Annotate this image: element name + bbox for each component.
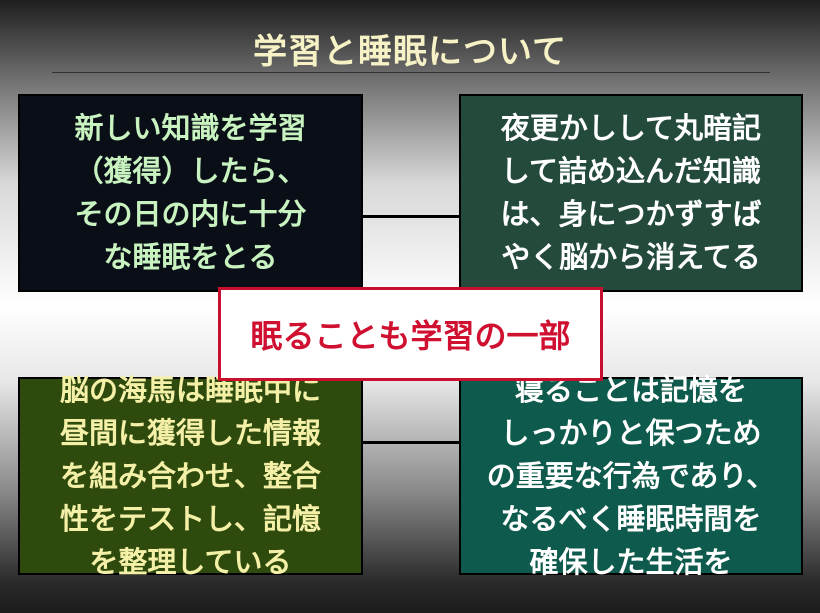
title-divider	[52, 72, 770, 73]
connector-top	[362, 215, 460, 218]
box-top-right: 夜更かしして丸暗記 して詰め込んだ知識 は、身につかずすば やく脳から消えてる	[459, 94, 803, 292]
slide-title: 学習と睡眠について	[253, 32, 567, 72]
center-message: 眠ることも学習の一部	[218, 287, 603, 381]
connector-bottom	[362, 441, 460, 444]
box-bottom-left: 脳の海馬は睡眠中に 昼間に獲得した情報 を組み合わせ、整合 性をテストし、記憶 …	[18, 373, 363, 579]
box-top-left: 新しい知識を学習 （獲得）したら、 その日の内に十分 な睡眠をとる	[18, 94, 363, 292]
box-bottom-right: 寝ることは記憶を しっかりと保つため の重要な行為であり、 なるべく睡眠時間を …	[459, 373, 803, 579]
